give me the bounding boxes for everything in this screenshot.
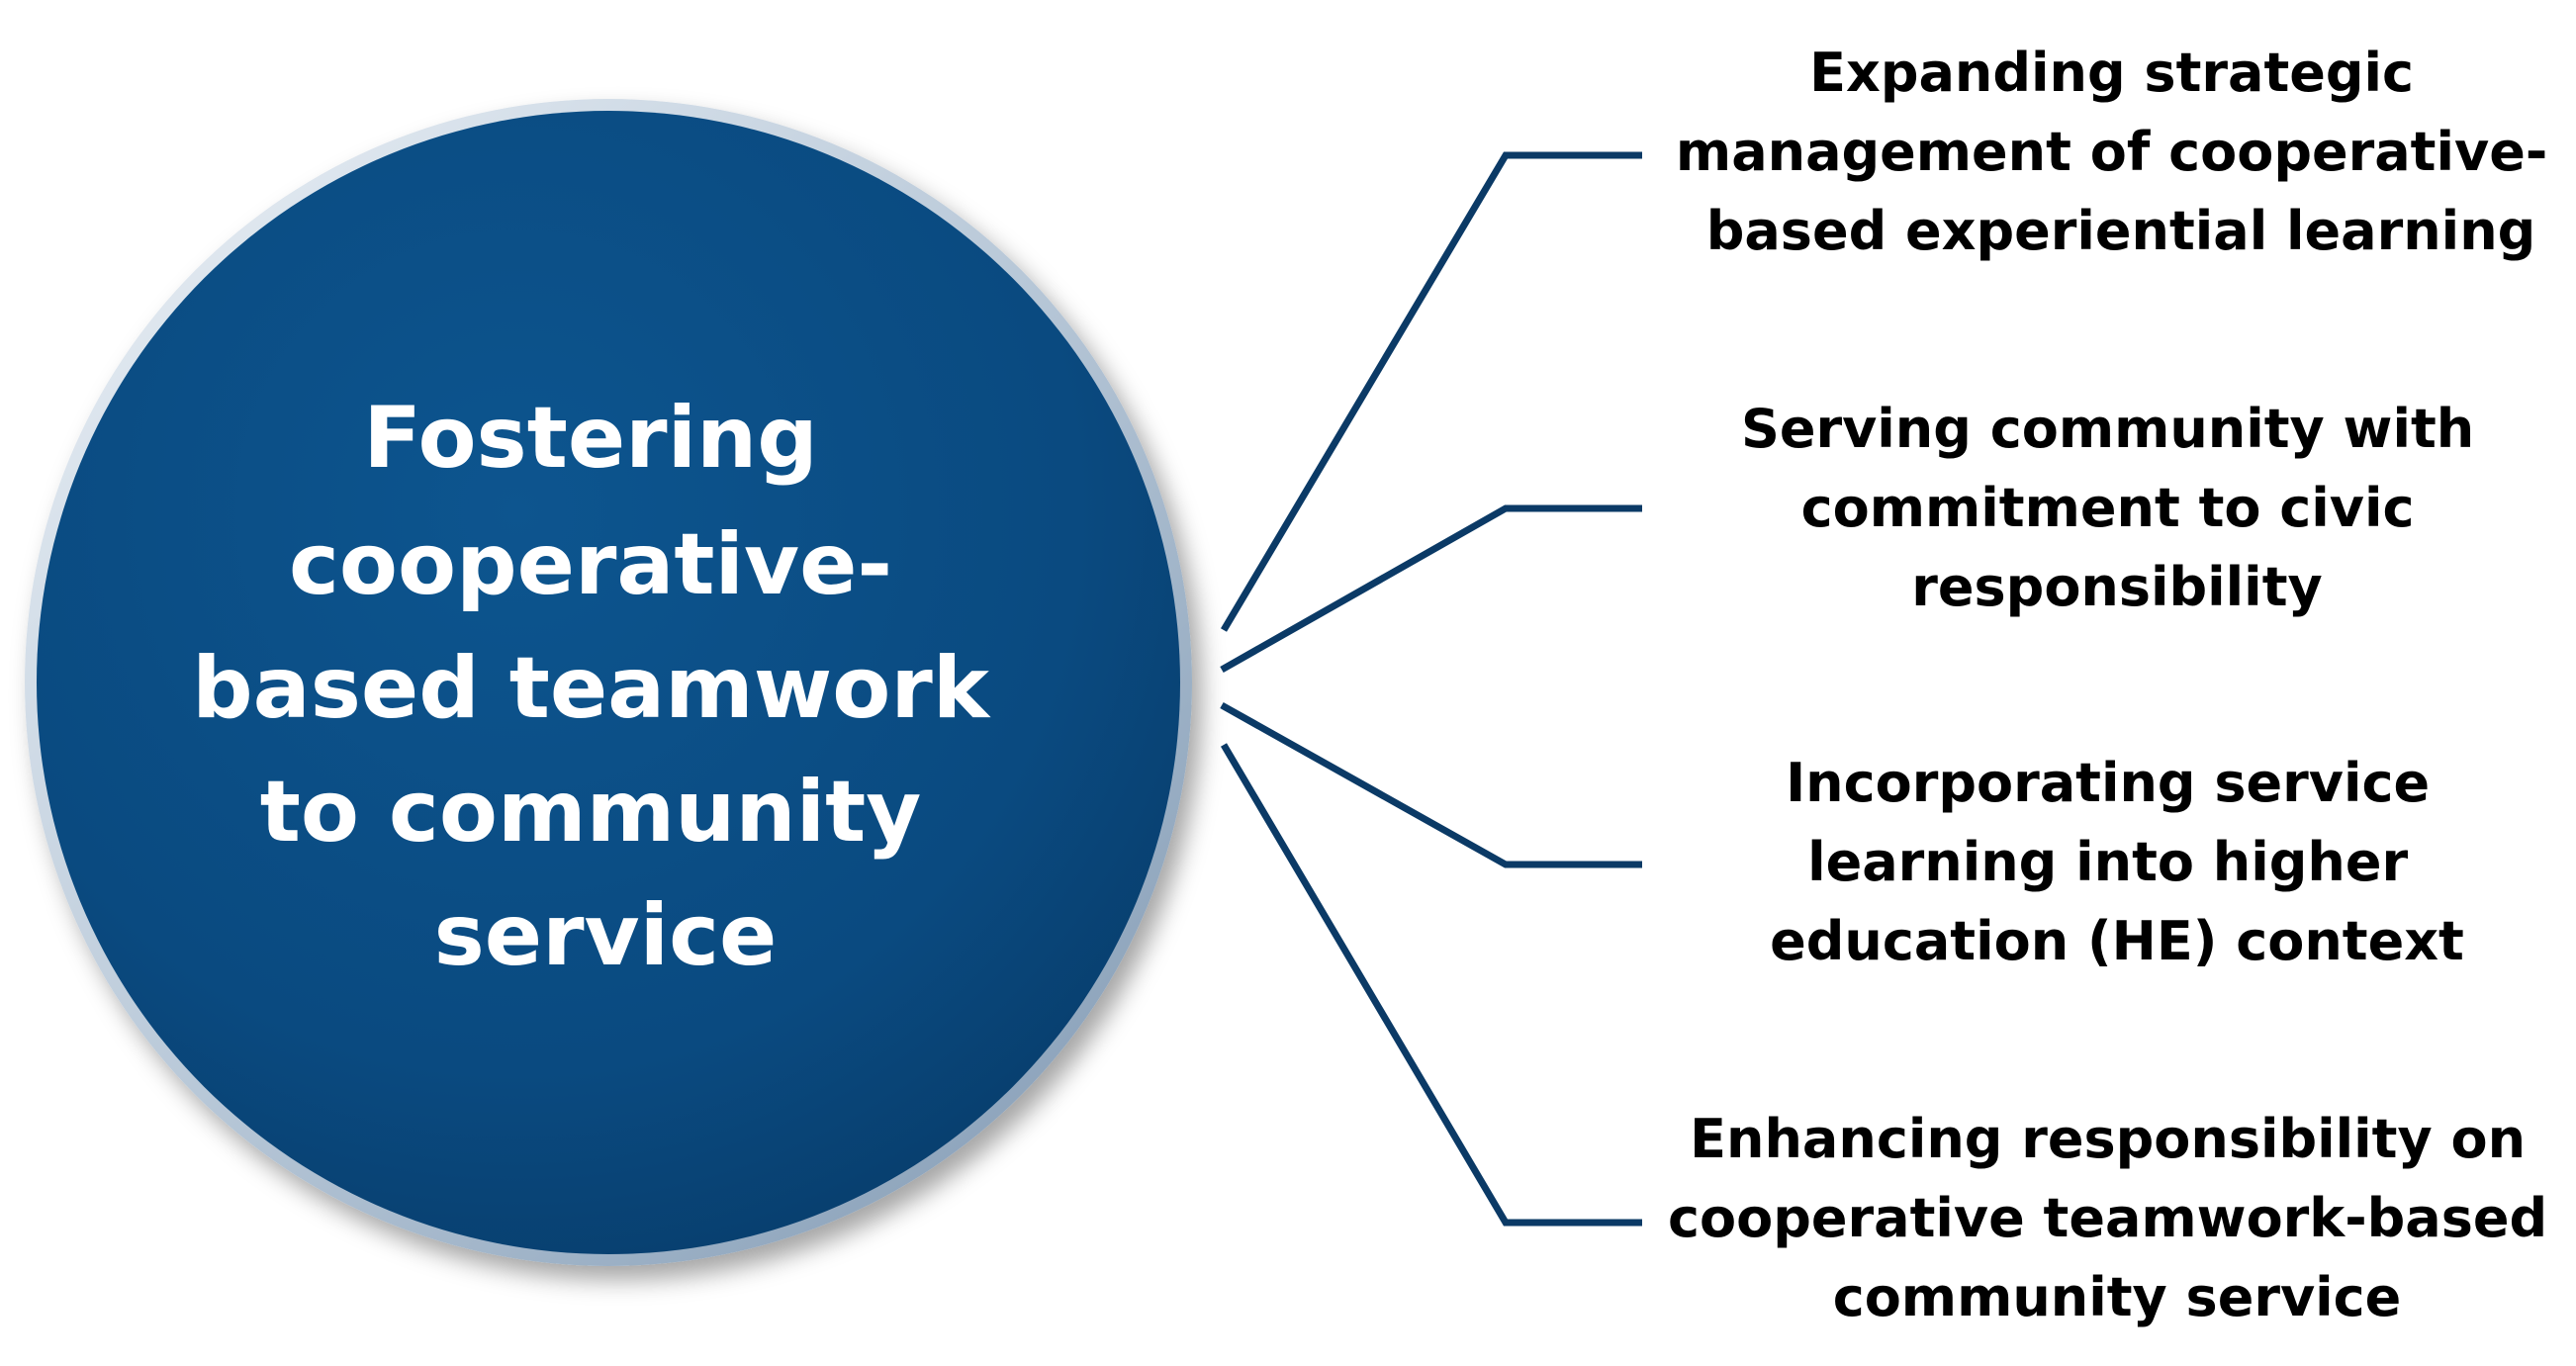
center-title-line: based teamwork xyxy=(192,639,991,738)
connector-line-1 xyxy=(1220,151,1642,632)
branch-label-line: based experiential learning xyxy=(1706,200,2536,262)
branch-label-2: Serving community with commitment to civ… xyxy=(1741,398,2493,618)
center-title-line: Fostering xyxy=(363,389,818,488)
connector-line-4 xyxy=(1220,743,1642,1227)
branch-label-line: cooperative teamwork-based xyxy=(1668,1187,2547,1249)
connector-line-2 xyxy=(1220,504,1642,674)
branch-label-3: Incorporating service learning into high… xyxy=(1770,752,2464,972)
branch-label-line: Incorporating service xyxy=(1786,752,2430,814)
center-node: Fostering cooperative- based teamwork to… xyxy=(25,99,1192,1266)
branch-label-4: Enhancing responsibility on cooperative … xyxy=(1668,1108,2566,1328)
connectors xyxy=(1220,151,1642,1227)
center-title: Fostering cooperative- based teamwork to… xyxy=(192,389,1019,985)
center-circle xyxy=(37,111,1180,1254)
center-title-line: to community xyxy=(260,763,922,862)
connector-line-3 xyxy=(1220,701,1642,868)
branch-label-line: Expanding strategic xyxy=(1809,42,2414,104)
branch-label-1: Expanding strategic management of cooper… xyxy=(1676,42,2566,262)
branch-label-line: Serving community with xyxy=(1741,398,2474,460)
center-title-line: service xyxy=(434,886,778,985)
center-title-line: cooperative- xyxy=(289,515,892,614)
branch-label-line: education (HE) context xyxy=(1770,910,2464,972)
branch-label-line: management of cooperative- xyxy=(1676,121,2547,183)
branch-label-line: community service xyxy=(1833,1266,2402,1328)
branch-labels: Expanding strategic management of cooper… xyxy=(1668,42,2566,1328)
branch-label-line: Enhancing responsibility on xyxy=(1690,1108,2526,1170)
branch-label-line: commitment to civic xyxy=(1801,477,2415,539)
branch-label-line: responsibility xyxy=(1911,556,2322,618)
branch-label-line: learning into higher xyxy=(1807,831,2408,893)
